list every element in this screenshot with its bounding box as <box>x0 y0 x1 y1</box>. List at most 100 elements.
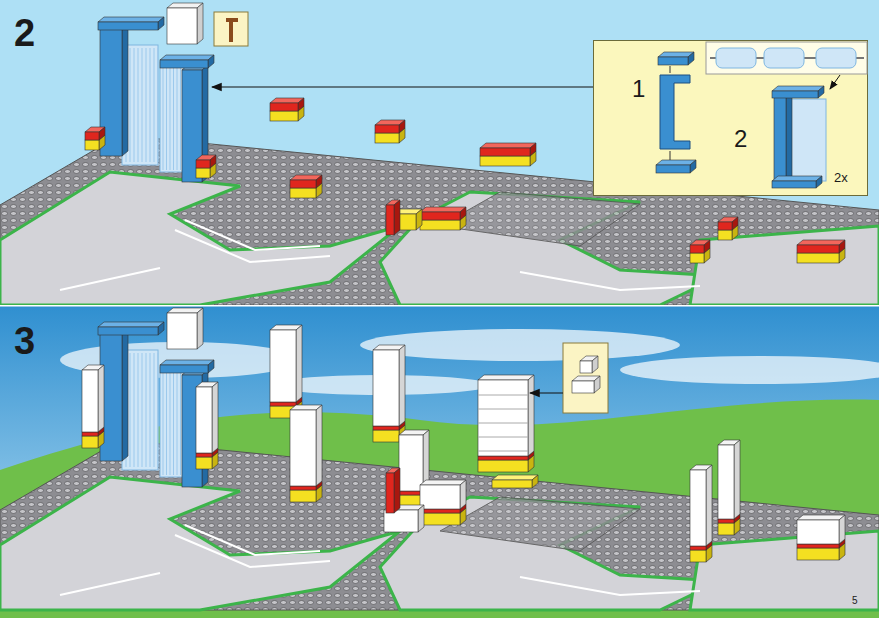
brick <box>98 327 158 335</box>
brick <box>290 490 316 502</box>
sub-inset <box>706 42 867 74</box>
brush-roll <box>816 48 856 68</box>
brick <box>399 491 423 495</box>
brush-roll <box>716 48 756 68</box>
brick <box>478 460 528 472</box>
brush-bristle <box>130 353 131 467</box>
brush-bristle <box>138 48 139 162</box>
brick <box>492 480 532 488</box>
brick <box>270 330 296 402</box>
lane-stripe <box>60 573 160 595</box>
assembly-line <box>670 151 671 161</box>
brush-bristle <box>177 65 178 170</box>
brick <box>572 381 594 393</box>
brick <box>690 550 706 562</box>
brick-top <box>160 55 214 60</box>
assembly-line <box>670 66 671 73</box>
callout-number: 1 <box>632 77 645 101</box>
brick-top <box>656 160 696 165</box>
brush-bristle <box>130 48 131 162</box>
brick-side <box>690 160 696 173</box>
brick <box>270 103 298 111</box>
brush-bristle <box>154 48 155 162</box>
brick <box>167 313 197 349</box>
brush-bristle <box>158 48 159 162</box>
brick-side <box>208 55 214 68</box>
brick-side <box>212 382 218 453</box>
brick <box>718 222 732 230</box>
road-plate <box>380 192 720 305</box>
callout-number: 2x <box>834 171 848 184</box>
brick-side <box>98 365 104 432</box>
brick-top <box>480 143 536 148</box>
brick-top <box>797 515 845 520</box>
brick-top <box>772 176 822 181</box>
brick-top <box>797 240 845 245</box>
brick <box>797 253 839 263</box>
pointer-arrow <box>212 86 593 87</box>
road-plate <box>690 226 879 305</box>
brick-side <box>316 175 322 188</box>
brick-side <box>704 240 710 253</box>
brick <box>270 402 296 406</box>
raised-plate <box>440 192 640 246</box>
brush-bristle <box>142 48 143 162</box>
brick <box>82 370 98 432</box>
road-plate <box>0 477 400 610</box>
brick-side <box>296 325 302 402</box>
brick-top <box>420 480 466 485</box>
brick <box>160 365 208 373</box>
brick <box>290 486 316 490</box>
brush-bristle <box>146 48 147 162</box>
brick <box>420 509 460 513</box>
brick-side <box>839 515 845 544</box>
brick <box>100 28 122 156</box>
brick-side <box>592 356 598 373</box>
brick-top <box>420 207 466 212</box>
pillar-part <box>660 75 690 149</box>
brick-side <box>706 465 712 546</box>
brick-seam <box>478 451 528 452</box>
brick <box>480 156 530 166</box>
brick <box>772 181 816 188</box>
brick <box>270 111 298 121</box>
brick <box>373 350 399 426</box>
brush-bristle <box>163 370 164 475</box>
brush-bristle <box>177 370 178 475</box>
brick <box>160 60 208 68</box>
brick-side <box>732 217 738 230</box>
brick <box>290 188 316 198</box>
brick-side <box>197 3 203 44</box>
brick-side <box>734 440 740 519</box>
brush-bristle <box>166 370 167 475</box>
brick-side <box>530 143 536 156</box>
brush-bristle <box>180 65 181 170</box>
brick <box>82 432 98 436</box>
brick <box>797 548 839 560</box>
brick <box>480 148 530 156</box>
brick-seam <box>478 437 528 438</box>
lane-stripe <box>60 268 160 290</box>
brick <box>82 436 98 448</box>
brick-side <box>818 86 824 98</box>
cloud <box>620 356 879 384</box>
brick-side <box>316 405 322 486</box>
brick <box>196 457 212 469</box>
raised-plate <box>440 497 640 551</box>
brick-side <box>532 475 538 488</box>
brush-bristle <box>173 370 174 475</box>
brick <box>690 546 706 550</box>
part-callout <box>563 343 608 413</box>
inset-illustration <box>594 41 869 197</box>
part-callout <box>214 12 248 46</box>
brick-side <box>122 328 128 461</box>
brick <box>420 485 460 509</box>
brick <box>85 132 99 140</box>
brick <box>797 544 839 548</box>
brush-bristle <box>146 353 147 467</box>
step-3-model <box>0 308 879 610</box>
brick <box>718 523 734 535</box>
brick <box>399 435 423 491</box>
brick-side <box>158 17 164 30</box>
